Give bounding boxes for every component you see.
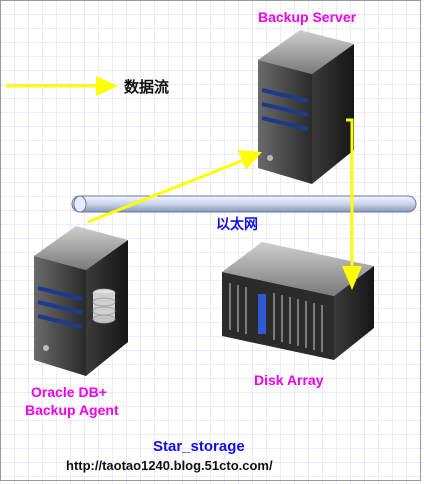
flow-arrow-server-to-disk bbox=[342, 118, 362, 290]
flow-arrow-agent-to-server bbox=[87, 150, 262, 224]
database-icon bbox=[92, 288, 116, 324]
legend-arrow bbox=[6, 76, 118, 96]
footer-title: Star_storage bbox=[153, 438, 245, 455]
footer-url: http://taotao1240.blog.51cto.com/ bbox=[66, 458, 273, 473]
disk-array-icon bbox=[222, 242, 374, 360]
disk-array-label: Disk Array bbox=[254, 372, 324, 388]
legend-label: 数据流 bbox=[124, 79, 170, 96]
ethernet-bus bbox=[71, 195, 417, 213]
oracle-db-server-icon bbox=[34, 226, 128, 376]
oracle-agent-label-line1: Oracle DB+ bbox=[31, 384, 107, 400]
oracle-agent-label-line2: Backup Agent bbox=[25, 402, 119, 418]
ethernet-label: 以太网 bbox=[216, 216, 258, 232]
backup-server-label: Backup Server bbox=[258, 9, 357, 25]
backup-server-icon bbox=[258, 30, 354, 184]
